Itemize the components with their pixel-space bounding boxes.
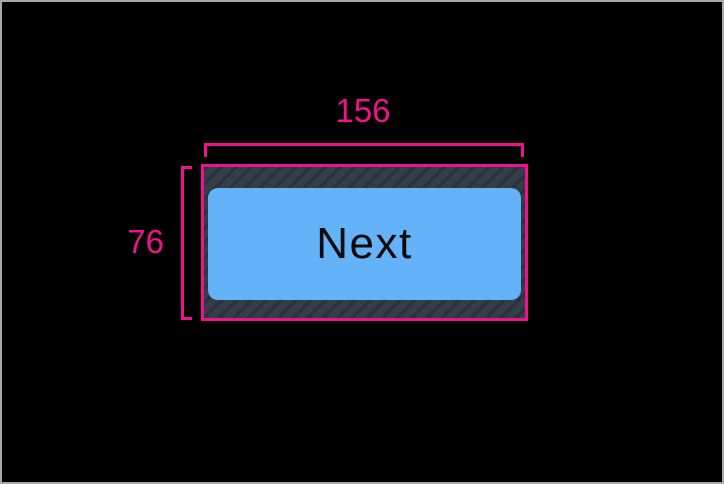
height-dimension-label: 76 [127, 223, 164, 260]
widget-bounds-outline: Next [201, 164, 528, 321]
width-dimension-label: 156 [335, 92, 391, 129]
width-measure-bracket [204, 143, 524, 157]
next-button[interactable]: Next [208, 188, 521, 300]
height-measure-bracket [181, 166, 192, 320]
